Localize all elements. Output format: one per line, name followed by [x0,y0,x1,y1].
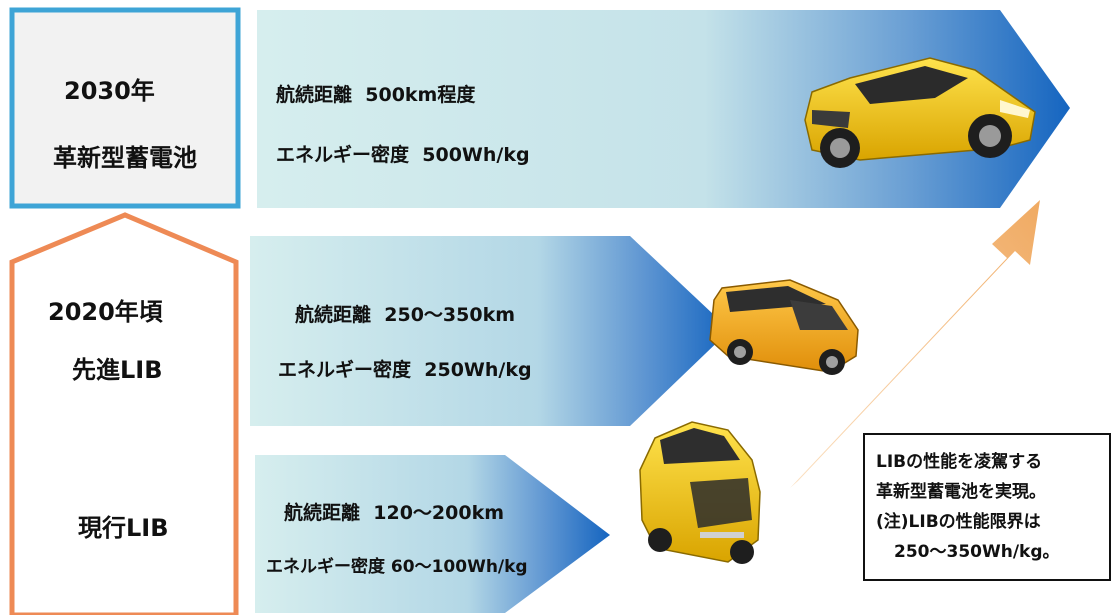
range-label: 航続距離 [284,502,361,524]
note-text: LIBの性能を凌駕する 革新型蓄電池を実現。 (注)LIBの性能限界は 250～… [876,447,1060,567]
density-label: エネルギー密度 [276,144,410,166]
tier-2030-range: 航続距離 500km程度 [276,80,475,107]
density-value: 500Wh/kg [422,144,530,166]
tier-2020-name: 先進LIB [72,356,163,384]
tier-2030-density: エネルギー密度 500Wh/kg [276,140,530,167]
range-value: 500km程度 [365,84,476,106]
tier-2030-year: 2030年 [64,77,155,105]
tier-current-range: 航続距離 120～200km [284,498,504,525]
note-line: LIBの性能を凌駕する [876,452,1043,472]
tier-lower-pentagon [9,212,239,615]
sports-car-icon [804,57,1036,168]
note-line: 革新型蓄電池を実現。 [876,482,1046,502]
progress-arrow-icon [790,200,1040,488]
range-value: 250～350km [384,304,516,326]
range-label: 航続距離 [295,304,372,326]
density-value: 60～100Wh/kg [390,557,528,577]
note-line: (注)LIBの性能限界は [876,512,1041,532]
tier-2030-name: 革新型蓄電池 [53,144,197,172]
range-label: 航続距離 [276,84,353,106]
compact-car-icon [639,421,761,564]
tier-2020-range: 航続距離 250～350km [295,300,515,327]
density-label: エネルギー密度 [266,557,385,577]
density-value: 250Wh/kg [424,359,532,381]
tier-current-density: エネルギー密度 60～100Wh/kg [266,552,528,577]
note-line: 250～350Wh/kg。 [894,542,1060,562]
tier-2020-arrow [250,236,730,426]
range-value: 120～200km [373,502,505,524]
minivan-icon [709,279,859,375]
tier-2020-year: 2020年頃 [48,298,163,326]
density-label: エネルギー密度 [278,359,412,381]
tier-2020-density: エネルギー密度 250Wh/kg [278,355,532,382]
note-box [863,433,1111,581]
tier-2030-box [9,7,241,209]
tier-current-arrow [255,455,610,613]
tier-current-name: 現行LIB [78,514,169,542]
